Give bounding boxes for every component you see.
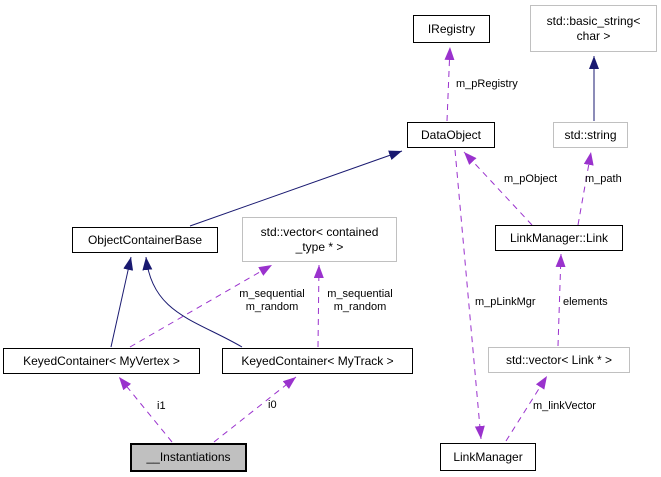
node-iregistry[interactable]: IRegistry: [413, 15, 490, 43]
edge-label-m-plinkmgr: m_pLinkMgr: [475, 296, 536, 308]
node-label: KeyedContainer< MyTrack >: [241, 353, 394, 368]
node-instantiations: __Instantiations: [130, 443, 247, 472]
node-label: LinkManager: [453, 449, 523, 464]
edge-label-elements: elements: [563, 296, 608, 308]
edge-label-vertex-vector: m_sequential m_random: [234, 288, 310, 314]
edge-m-plinkmgr: [454, 149, 485, 440]
node-label: __Instantiations: [146, 450, 231, 464]
edge-label-i1: i1: [157, 400, 166, 412]
node-label: ObjectContainerBase: [87, 232, 203, 247]
edge-m-pobject: [463, 151, 533, 226]
edge-label-m-pobject: m_pObject: [504, 173, 558, 185]
node-std-vector-link: std::vector< Link * >: [488, 347, 630, 373]
node-objectcontainerbase[interactable]: ObjectContainerBase: [72, 227, 218, 253]
node-label: KeyedContainer< MyVertex >: [23, 353, 180, 368]
edge-mytrack-vector: [313, 264, 324, 348]
node-std-vector-contained-type: std::vector< contained _type * >: [242, 217, 397, 262]
edge-label-line: m_random: [333, 301, 387, 313]
edge-label-line: m_sequential: [239, 288, 305, 300]
edge-label-line: m_sequential: [327, 288, 393, 300]
node-keyedcontainer-myvertex[interactable]: KeyedContainer< MyVertex >: [3, 348, 200, 374]
node-label: std::vector< contained: [260, 224, 379, 239]
edge-label-m-linkvector: m_linkVector: [533, 400, 596, 412]
edge-m-pregistry: [444, 46, 455, 122]
node-label: char >: [576, 28, 611, 43]
edge-mytrack-inherits-ocb: [142, 256, 243, 348]
edge-label-m-path: m_path: [585, 173, 622, 185]
edge-myvertex-vector: [129, 264, 273, 348]
node-linkmanager-link[interactable]: LinkManager::Link: [495, 225, 623, 251]
edge-label-line: m_random: [245, 301, 299, 313]
edge-i0: [213, 376, 297, 443]
edge-label-m-pregistry: m_pRegistry: [456, 78, 518, 90]
node-keyedcontainer-mytrack[interactable]: KeyedContainer< MyTrack >: [222, 348, 413, 374]
edge-label-track-vector: m_sequential m_random: [322, 288, 398, 314]
node-dataobject[interactable]: DataObject: [407, 122, 495, 148]
edge-elements: [555, 253, 566, 347]
node-label: LinkManager::Link: [509, 230, 609, 245]
edge-i1: [118, 376, 173, 443]
edge-m-path: [577, 151, 594, 226]
node-label: _type * >: [295, 239, 344, 254]
node-label: DataObject: [420, 127, 482, 142]
node-label: std::basic_string<: [546, 13, 641, 28]
edge-ocb-inherits-dataobject: [189, 150, 403, 227]
node-label: std::vector< Link * >: [505, 352, 613, 367]
node-label: IRegistry: [427, 21, 476, 36]
node-std-string: std::string: [553, 122, 628, 148]
edge-myvertex-inherits-ocb: [110, 256, 134, 348]
node-label: std::string: [564, 127, 617, 142]
node-linkmanager[interactable]: LinkManager: [440, 443, 536, 471]
node-std-basic-string: std::basic_string< char >: [530, 5, 657, 52]
edge-label-i0: i0: [268, 399, 277, 411]
edge-m-linkvector: [505, 375, 548, 442]
